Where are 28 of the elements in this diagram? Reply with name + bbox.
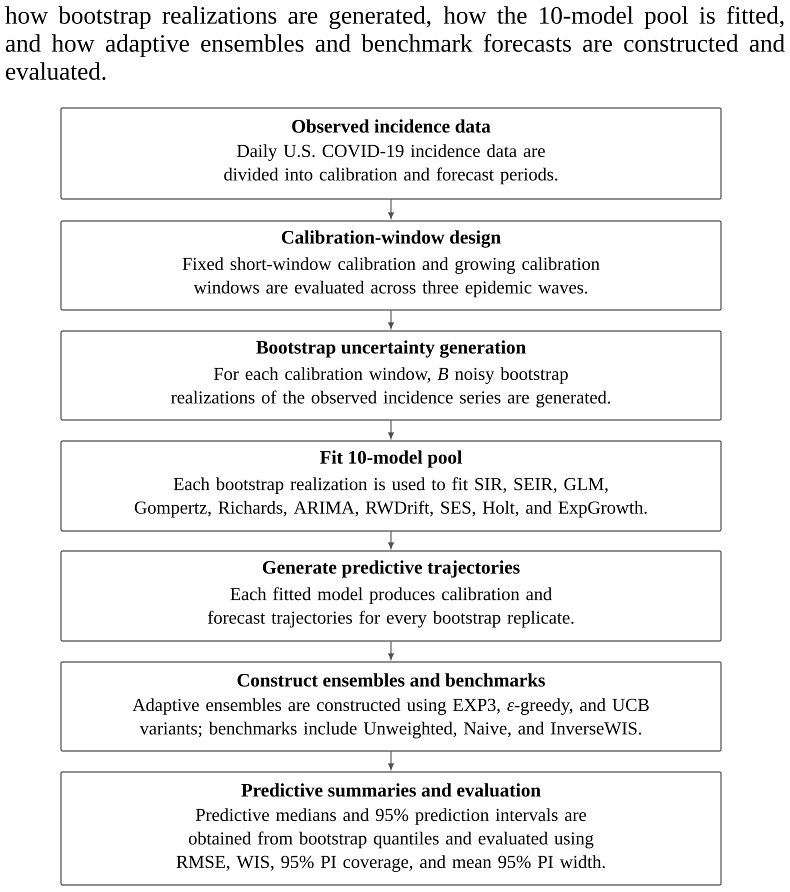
step-title: Construct ensembles and benchmarks (238, 673, 545, 687)
process-box (60, 330, 722, 421)
process-box (60, 661, 722, 752)
step-description: Each fitted model produces calibration and forecast trajectories for every bootstrap replicate. (208, 587, 574, 628)
process-box (60, 550, 722, 642)
arrow (388, 200, 394, 219)
step-title: Generate predictive trajectories (262, 560, 520, 578)
step-title: Predictive summaries and evaluation (241, 783, 541, 797)
step-title: Observed incidence data (292, 119, 490, 133)
arrow (388, 532, 394, 549)
step-description: Daily U.S. COVID-19 incidence data are divided into calibration and forecast periods. (224, 144, 558, 184)
step-description: Each bootstrap realization is used to fit SIR, SEIR, GLM, Gompertz, Richards, ARIMA, RWDrift, SES, Holt, and ExpGrowth. (134, 477, 647, 518)
arrow (388, 420, 394, 439)
process-box (60, 771, 722, 886)
process-box (60, 440, 722, 532)
arrow (388, 752, 394, 770)
step-description: Fixed short-window calibration and growing calibration windows are evaluated across three epidemic waves. (182, 257, 600, 298)
step-description: For each calibration window, B noisy bootstrap realizations of the observed incidence series are generated. (171, 367, 610, 408)
step-title: Calibration-window design (282, 230, 501, 248)
step-title: Fit 10-model pool (320, 450, 462, 468)
arrow (388, 642, 394, 660)
process-box (60, 220, 722, 311)
step-description: Adaptive ensembles are constructed using EXP3, ε-greedy, and UCB variants; benchmarks include Unweighted, Naive, and InverseWIS. (132, 698, 649, 738)
arrow (388, 310, 394, 329)
step-title: Bootstrap uncertainty generation (256, 340, 526, 358)
caption-text: how bootstrap realizations are generated, how the 10-model pool is fitted, and how adaptive ensembles and benchmark forecasts are constructed and evaluated. (5, 6, 785, 80)
step-description: Predictive medians and 95% prediction intervals are obtained from bootstrap quantiles and evaluated using RMSE, WIS, 95% PI coverage, and mean 95% PI width. (176, 808, 605, 872)
process-box (60, 107, 722, 200)
